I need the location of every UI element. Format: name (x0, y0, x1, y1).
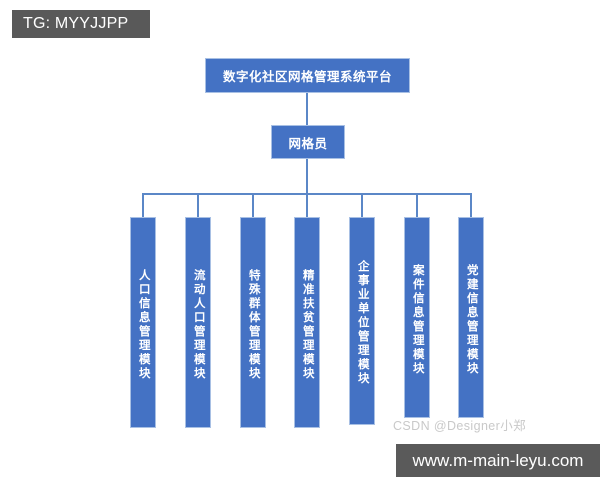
connector-root-to-middle (306, 92, 308, 125)
connector-drop-7 (470, 193, 472, 218)
connector-drop-4 (306, 193, 308, 218)
connector-drop-2 (197, 193, 199, 218)
node-module-2-label: 流动人口管理模块 (192, 268, 205, 381)
tg-badge: TG: MYYJJPP (12, 10, 150, 38)
connector-drop-5 (361, 193, 363, 218)
node-module-5-label: 企事业单位管理模块 (356, 260, 369, 386)
node-grid-officer[interactable]: 网格员 (271, 125, 345, 159)
node-module-4-label: 精准扶贫管理模块 (301, 268, 314, 381)
node-module-5[interactable]: 企事业单位管理模块 (349, 217, 375, 425)
url-badge: www.m-main-leyu.com (396, 444, 600, 477)
connector-drop-3 (252, 193, 254, 218)
node-module-3[interactable]: 特殊群体管理模块 (240, 217, 266, 428)
node-module-6-label: 案件信息管理模块 (411, 263, 424, 376)
node-grid-officer-label: 网格员 (288, 136, 328, 151)
node-module-7-label: 党建信息管理模块 (465, 263, 478, 376)
node-module-3-label: 特殊群体管理模块 (247, 268, 260, 381)
node-root-label: 数字化社区网格管理系统平台 (222, 70, 392, 84)
node-module-2[interactable]: 流动人口管理模块 (185, 217, 211, 428)
node-module-7[interactable]: 党建信息管理模块 (458, 217, 484, 418)
connector-middle-to-bus (306, 159, 308, 194)
connector-drop-1 (142, 193, 144, 218)
node-root[interactable]: 数字化社区网格管理系统平台 (205, 58, 410, 93)
csdn-watermark: CSDN @Designer小郑 (393, 419, 527, 433)
node-module-1-label: 人口信息管理模块 (137, 268, 150, 381)
connector-drop-6 (416, 193, 418, 218)
node-module-6[interactable]: 案件信息管理模块 (404, 217, 430, 418)
node-module-1[interactable]: 人口信息管理模块 (130, 217, 156, 428)
node-module-4[interactable]: 精准扶贫管理模块 (294, 217, 320, 428)
